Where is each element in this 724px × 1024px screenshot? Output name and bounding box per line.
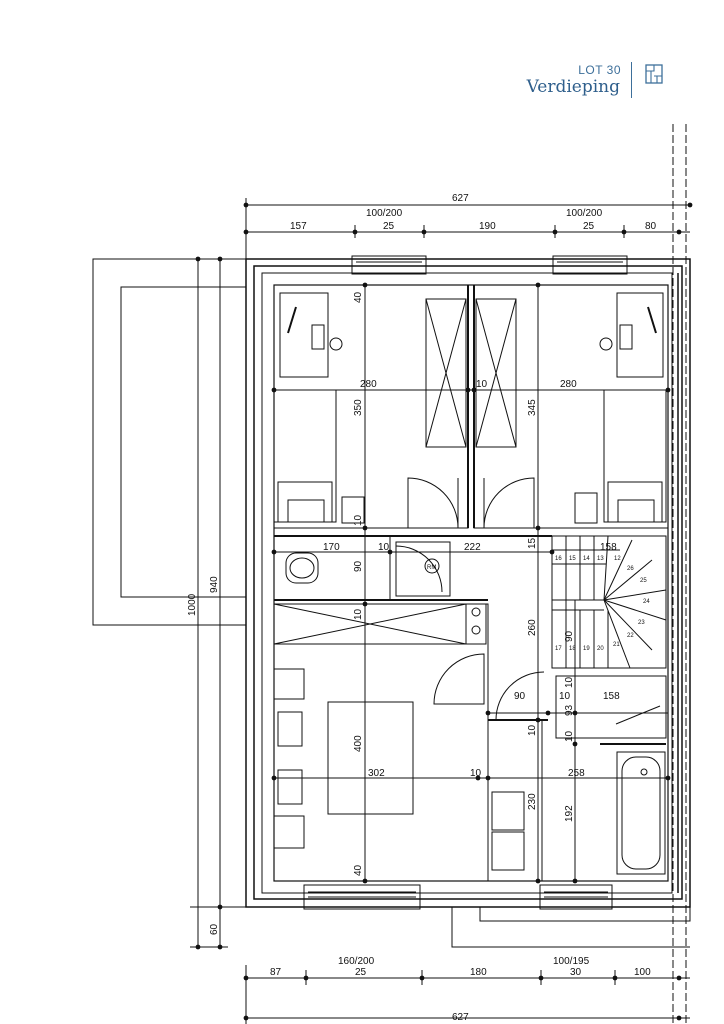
dim-bottom-5: 100 <box>634 967 651 978</box>
dim-bed1-width: 280 <box>360 379 377 390</box>
stair-step: 26 <box>627 566 634 572</box>
dim-left-940: 940 <box>209 576 220 593</box>
stair-step: 12 <box>614 556 621 562</box>
floorplan-icon <box>645 64 663 84</box>
stair-step: 25 <box>640 578 647 584</box>
dim-top-1: 157 <box>290 221 307 232</box>
dim-bottom-1: 87 <box>270 967 282 978</box>
dim-hall-width: 222 <box>464 542 481 553</box>
dim-h10-d: 10 <box>527 724 538 736</box>
dim-wall-2: 10 <box>378 542 390 553</box>
dim-bottom-total: 627 <box>452 1012 469 1023</box>
stair-step: 19 <box>583 646 590 652</box>
stair-step: 16 <box>555 556 562 562</box>
dim-wc-depth: 90 <box>353 560 364 572</box>
dim-master-width: 302 <box>368 768 385 779</box>
dim-bed2-depth: 345 <box>527 399 538 416</box>
dim-bottom-window-2: 100/195 <box>553 956 590 967</box>
dim-wall-3: 10 <box>559 691 571 702</box>
dim-h192: 192 <box>564 805 575 822</box>
dim-h10-b: 10 <box>353 608 364 620</box>
dim-wc-width: 170 <box>323 542 340 553</box>
stair-step: 15 <box>569 556 576 562</box>
dim-door-width: 90 <box>514 691 526 702</box>
dim-top-5: 80 <box>645 221 657 232</box>
dim-left-60: 60 <box>209 923 220 935</box>
technical-room-label: RM <box>427 565 436 571</box>
floor-title: Verdieping <box>526 77 620 97</box>
dim-wall-4: 10 <box>470 768 482 779</box>
dim-top-4: 25 <box>583 221 595 232</box>
dim-top-window-1: 100/200 <box>366 208 403 219</box>
dim-top-window-2: 100/200 <box>566 208 603 219</box>
dim-h15: 15 <box>527 537 538 549</box>
dim-bed1-depth: 350 <box>353 399 364 416</box>
dim-bottom-3: 180 <box>470 967 487 978</box>
dim-hall-depth: 260 <box>527 619 538 636</box>
dim-top-2: 25 <box>383 221 395 232</box>
stair-step: 18 <box>569 646 576 652</box>
dim-stair-width: 158 <box>600 542 617 553</box>
dim-bottom-window-1: 160/200 <box>338 956 375 967</box>
dim-bed2-width: 280 <box>560 379 577 390</box>
dim-h10-c: 10 <box>564 676 575 688</box>
dim-h10-e: 10 <box>564 730 575 742</box>
dim-bath-depth: 230 <box>527 793 538 810</box>
stair-step: 22 <box>627 633 634 639</box>
dim-h40-top: 40 <box>353 291 364 303</box>
stair-step: 17 <box>555 646 562 652</box>
dim-wall-1: 10 <box>476 379 488 390</box>
dim-bath-width: 258 <box>568 768 585 779</box>
stair-step: 23 <box>638 620 645 626</box>
stair-step: 20 <box>597 646 604 652</box>
header-divider <box>631 62 632 98</box>
stair-step: 24 <box>643 599 650 605</box>
dim-h10-a: 10 <box>353 514 364 526</box>
stair-step: 13 <box>597 556 604 562</box>
stair-step: 14 <box>583 556 590 562</box>
dim-h93: 93 <box>564 704 575 716</box>
dim-top-total: 627 <box>452 193 469 204</box>
dim-master-depth: 400 <box>353 735 364 752</box>
dim-bottom-2: 25 <box>355 967 367 978</box>
dim-top-3: 190 <box>479 221 496 232</box>
dim-bottom-4: 30 <box>570 967 582 978</box>
stair-step: 21 <box>613 642 620 648</box>
dim-left-1000: 1000 <box>187 593 198 616</box>
lot-number: LOT 30 <box>578 63 621 77</box>
dim-h40-bottom: 40 <box>353 864 364 876</box>
dim-shower-width: 158 <box>603 691 620 702</box>
dim-h90-stair: 90 <box>564 630 575 642</box>
